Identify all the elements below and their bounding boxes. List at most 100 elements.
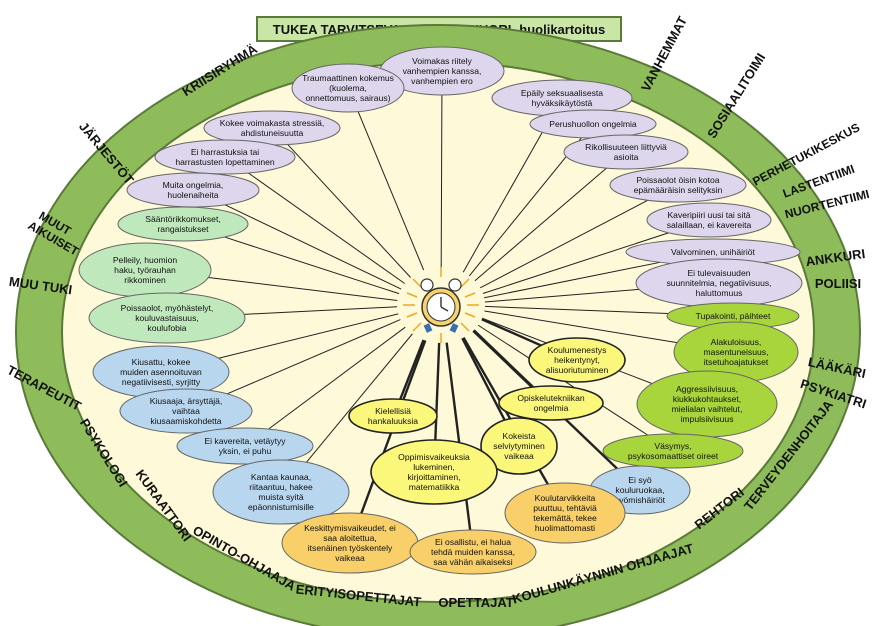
spoke-line <box>440 94 443 268</box>
spoke-line <box>481 318 542 347</box>
concern-label: Perushuollon ongelmia <box>549 119 637 129</box>
spoke-line <box>357 111 425 271</box>
spoke-line <box>482 232 669 294</box>
spoke-line <box>484 310 678 344</box>
spoke-line <box>399 339 425 400</box>
spoke-line <box>462 115 553 273</box>
concern-bubble-shape <box>154 139 296 175</box>
spoke-line <box>208 277 398 302</box>
concern-bubble-shape <box>291 63 405 113</box>
concern-bubble-shape <box>370 439 498 505</box>
spoke-line <box>484 261 661 299</box>
concern-bubble-shape <box>409 529 537 575</box>
concern-bubble: Väsymys,psykosomaattiset oireet <box>602 433 744 469</box>
concern-label: Valvominen, unihäiriöt <box>671 247 756 257</box>
concern-bubble-shape <box>609 167 747 203</box>
concern-label: Kokee voimakasta stressiä,ahdistuneisuut… <box>220 118 325 138</box>
spoke-line <box>224 236 400 295</box>
concern-label: Alakuloisuus,masentuneisuus,itsetuhoajat… <box>704 337 769 367</box>
concern-bubble: Muita ongelmia,huolenaiheita <box>126 172 260 208</box>
concern-bubble: Perushuollon ongelmia <box>529 109 657 139</box>
spoke-line <box>268 326 406 430</box>
spoke-line <box>484 288 639 303</box>
concern-label: Muita ongelmia,huolenaiheita <box>163 180 224 200</box>
concern-label: Aggressiivisuus,kiukkukohtaukset,mielial… <box>672 384 743 424</box>
concern-bubble: Kokee voimakasta stressiä,ahdistuneisuut… <box>203 110 341 146</box>
spoke-line <box>227 319 401 395</box>
spoke-line <box>468 137 582 277</box>
concern-bubble: Traumaattinen kokemus(kuolema,onnettomuu… <box>291 63 405 113</box>
concern-bubble-shape <box>504 482 626 544</box>
concern-bubble: Sääntörikkomukset,rangaistukset <box>117 206 249 242</box>
spoke-line <box>484 305 669 315</box>
ring-label-opettajat: OPETTAJAT <box>438 595 513 610</box>
concern-bubble-shape <box>119 388 253 434</box>
concern-bubble-shape <box>480 417 558 475</box>
spoke-line <box>434 342 441 441</box>
spoke-line <box>306 333 413 463</box>
concern-bubble: Poissaolot, myöhästelyt,kouluvastaisuus,… <box>88 292 246 344</box>
alarm-clock-icon <box>403 267 479 343</box>
concern-bubble-shape <box>498 385 604 421</box>
concern-bubble-shape <box>212 459 350 525</box>
spoke-line <box>287 144 411 278</box>
concern-bubble-shape <box>176 427 314 465</box>
concern-label: Traumaattinen kokemus(kuolema,onnettomuu… <box>302 73 394 103</box>
concern-label: Väsymys,psykosomaattiset oireet <box>628 441 719 461</box>
concern-bubble-shape <box>646 202 772 238</box>
concern-bubble-shape <box>88 292 246 344</box>
spoke-line <box>248 172 405 284</box>
concern-bubble-shape <box>117 206 249 242</box>
spoke-line <box>461 337 506 421</box>
spoke-line <box>224 204 402 290</box>
spoke-line <box>244 306 398 315</box>
concern-bubble-shape <box>602 433 744 469</box>
spoke-line <box>480 199 649 289</box>
concern-bubble-shape <box>528 337 626 383</box>
spoke-line <box>218 313 399 359</box>
concern-label: Poissaolot, myöhästelyt,kouluvastaisuus,… <box>121 303 214 333</box>
spoke-line <box>474 167 607 282</box>
concern-bubble-shape <box>563 134 689 170</box>
concern-label: Sääntörikkomukset,rangaistukset <box>145 214 220 234</box>
